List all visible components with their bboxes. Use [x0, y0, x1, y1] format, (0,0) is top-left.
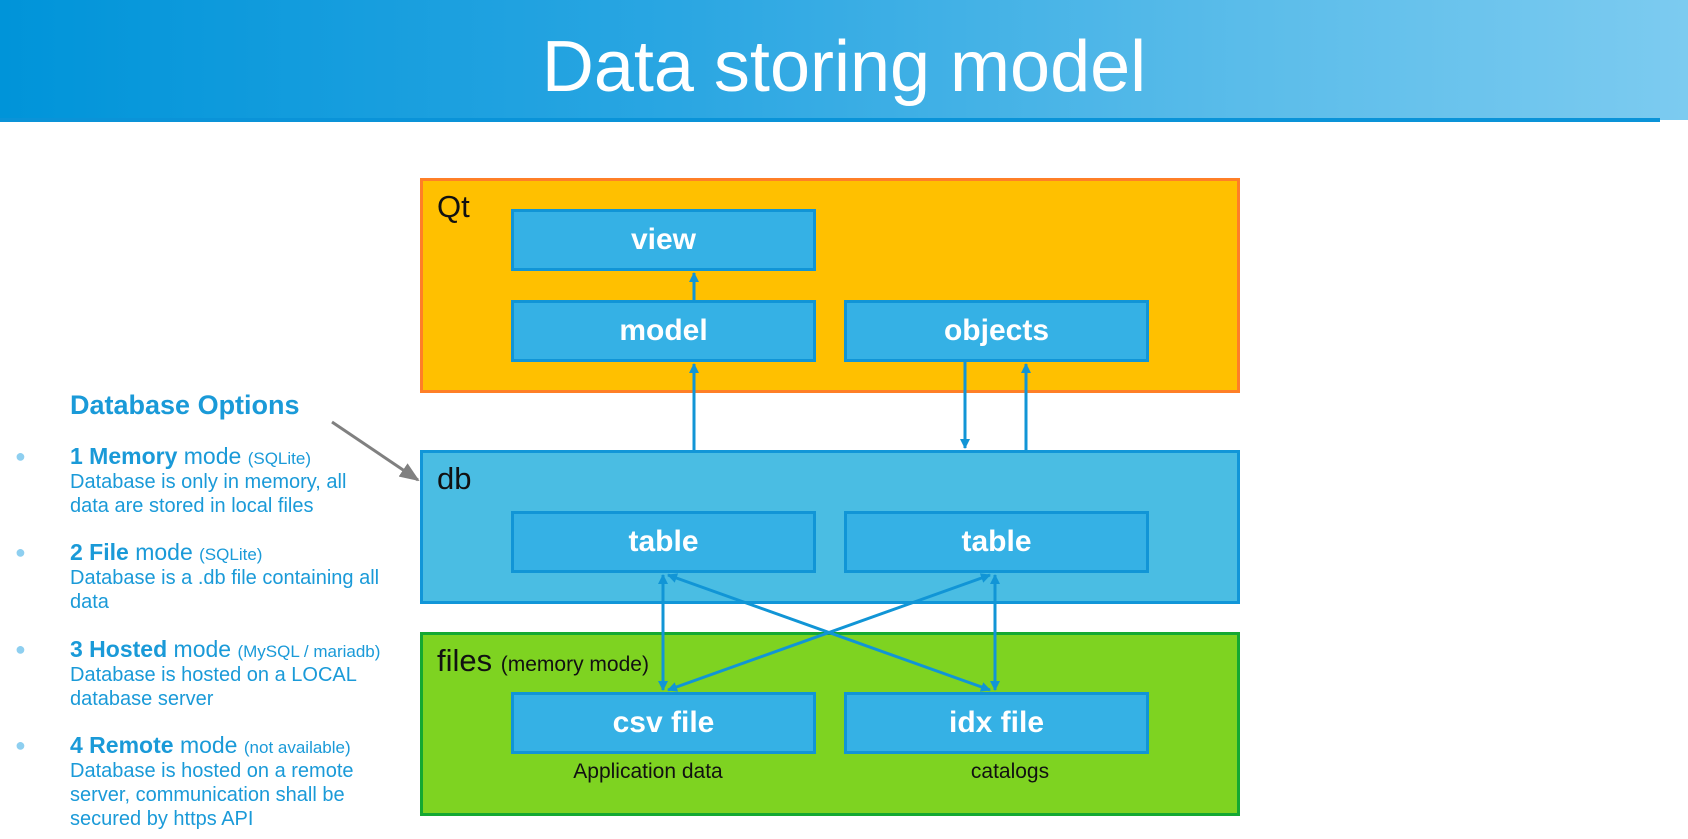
bullet-icon: ● [15, 542, 26, 562]
option-description: Database is only in memory, all data are… [70, 471, 347, 517]
options-pointer-arrow [331, 420, 420, 482]
option-mode-word: mode [179, 732, 238, 758]
option-heading: 3 Hosted mode (MySQL / mariadb) [70, 635, 380, 666]
option-heading: 2 File mode (SQLite) [70, 538, 262, 569]
page-title: Data storing model [541, 27, 1147, 107]
option-description: Database is a .db file containing all da… [70, 567, 380, 613]
bullet-icon: ● [15, 446, 26, 466]
objects-node: objects [844, 300, 1149, 362]
option-technology: (not available) [243, 738, 351, 757]
title-underline [0, 118, 1660, 122]
option-heading: 1 Memory mode (SQLite) [70, 442, 311, 473]
option-mode-word: mode [173, 636, 232, 662]
option-mode-word: mode [183, 443, 242, 469]
option-description: Database is hosted on a LOCAL database s… [70, 664, 357, 710]
view-node: view [511, 209, 816, 271]
csv-file-node: csv file [511, 692, 816, 754]
model-node: model [511, 300, 816, 362]
csv-file-caption: Application data [573, 760, 723, 783]
table-node-left: table [511, 511, 816, 573]
option-mode-word: mode [135, 539, 193, 565]
option-description: Database is hosted on a remote server, c… [70, 760, 354, 830]
db-layer-label: db [437, 461, 472, 496]
option-name: 2 File [70, 539, 129, 565]
option-name: 1 Memory [70, 443, 178, 469]
idx-file-caption: catalogs [970, 760, 1050, 783]
table-node-right: table [844, 511, 1149, 573]
files-layer-title: files [437, 643, 493, 678]
title-banner [0, 0, 1688, 120]
option-technology: (MySQL / mariadb) [237, 642, 381, 661]
files-layer-label: files (memory mode) [437, 643, 649, 679]
bullet-icon: ● [15, 639, 26, 659]
database-options-heading: Database Options [70, 390, 300, 420]
option-name: 3 Hosted [70, 636, 168, 662]
option-technology: (SQLite) [199, 545, 263, 564]
option-technology: (SQLite) [247, 449, 311, 468]
option-name: 4 Remote [70, 732, 174, 758]
option-heading: 4 Remote mode (not available) [70, 731, 351, 762]
idx-file-node: idx file [844, 692, 1149, 754]
bullet-icon: ● [15, 735, 26, 755]
table-right-csv-link [667, 573, 991, 692]
files-layer-sublabel: (memory mode) [500, 653, 649, 676]
qt-layer-label: Qt [437, 189, 470, 224]
